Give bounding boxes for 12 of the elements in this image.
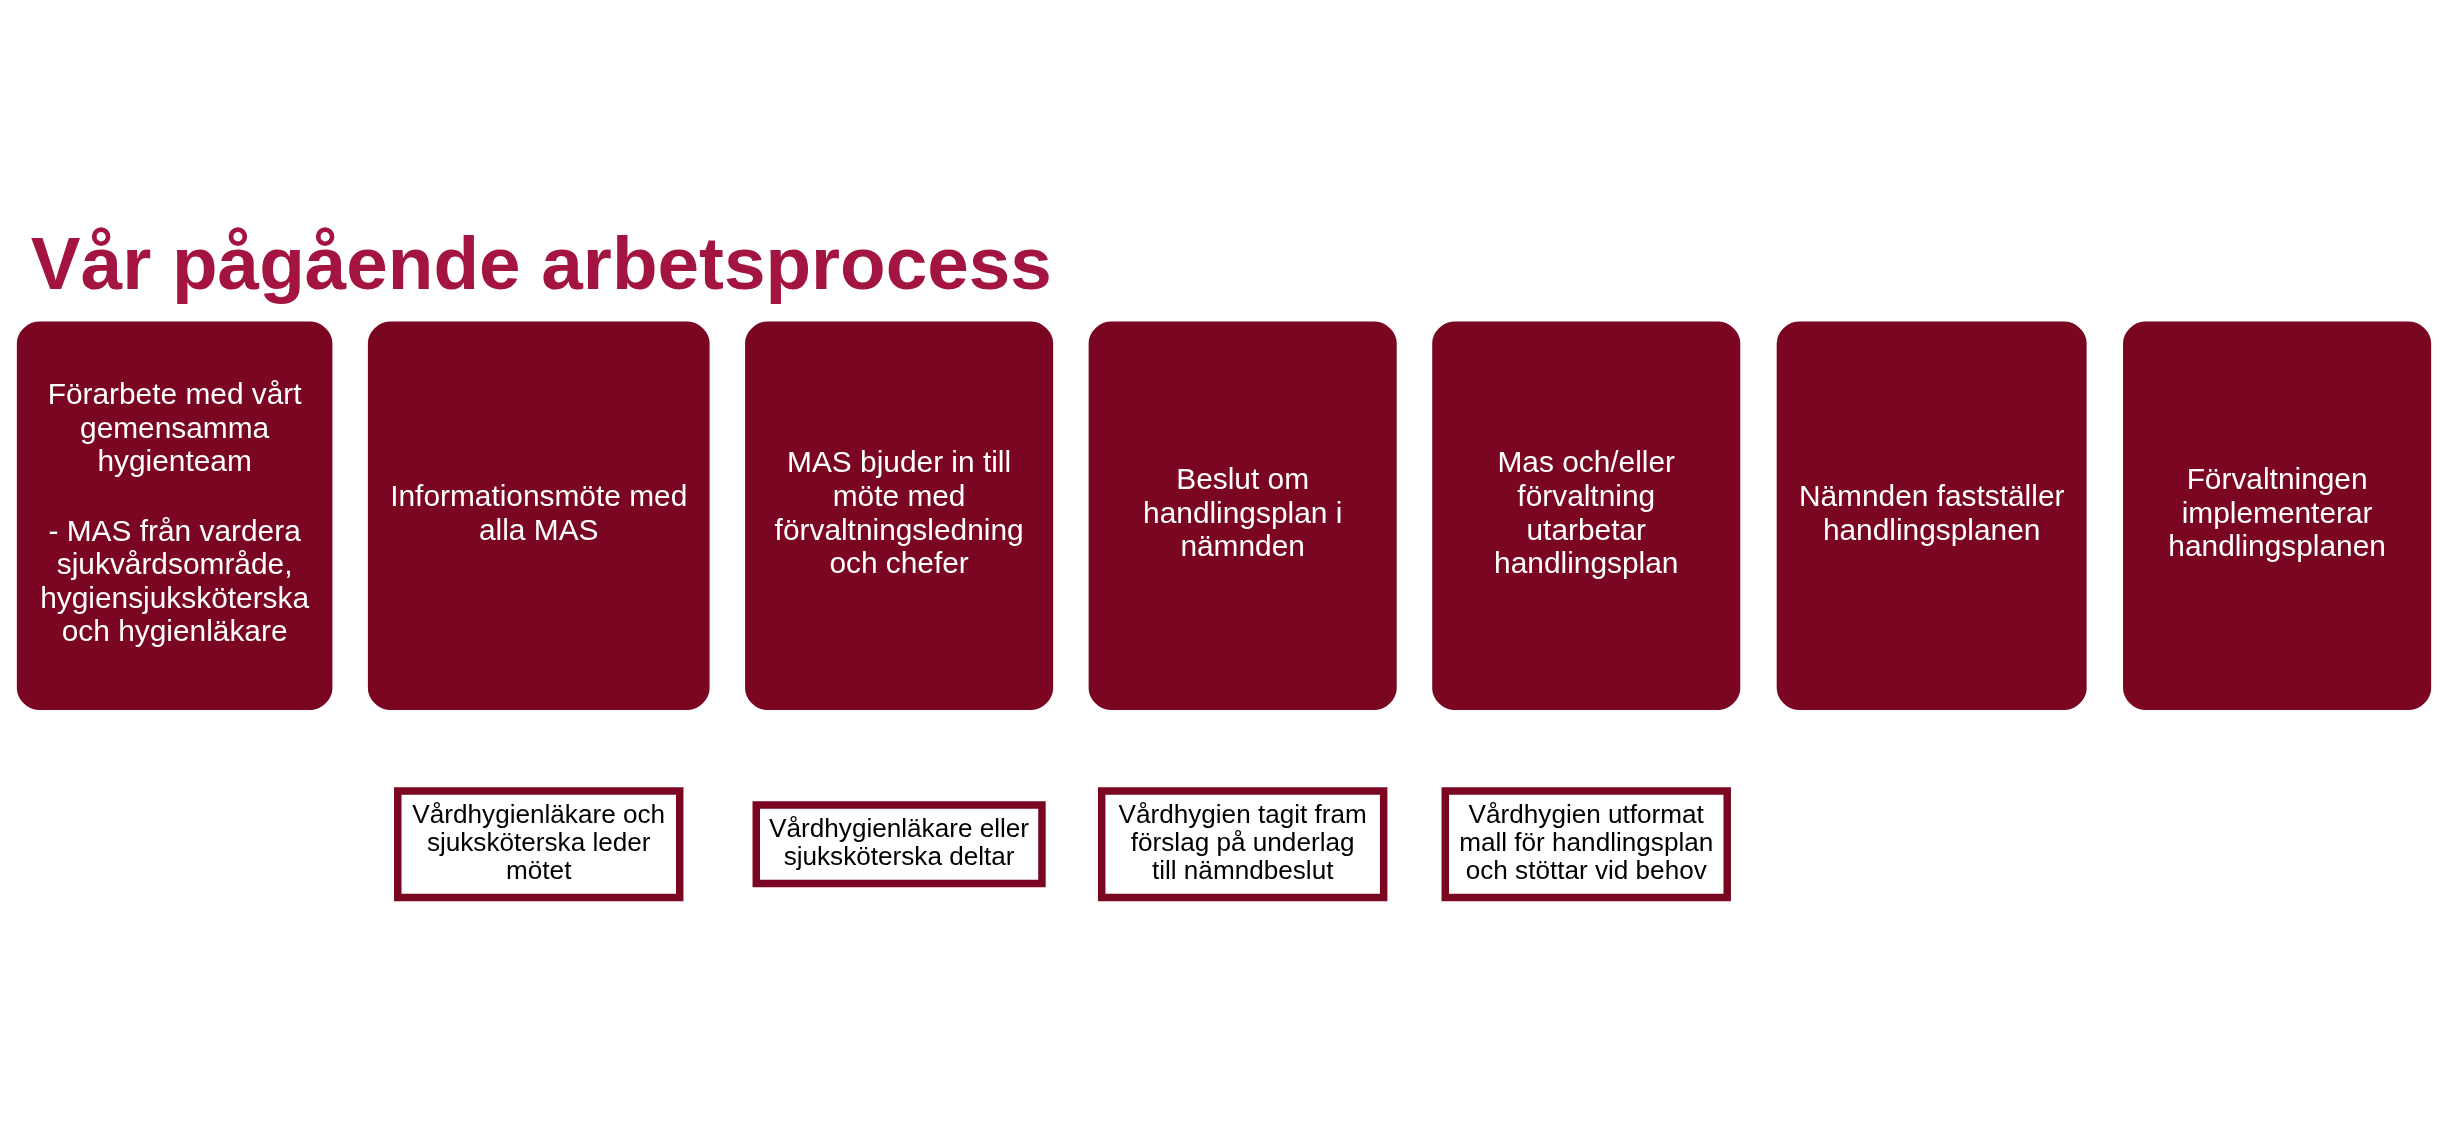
diagram-title: Vår pågående arbetsprocess: [30, 220, 1052, 305]
node-box: Nämnden fastställer handlingsplanen: [1774, 319, 2089, 712]
node-box: Mas och/eller förvaltning utarbetar handlingsplan: [1430, 319, 1743, 712]
node-box: Vårdhygienläkare eller sjuksköterska deltar: [752, 801, 1046, 888]
node-box: Beslut om handlingsplan i nämnden: [1086, 319, 1399, 712]
node-box: MAS bjuder in till möte med förvaltningsledning och chefer: [743, 319, 1055, 712]
node-box: Vårdhygien utformat mall för handlingsplan och stöttar vid behov: [1441, 787, 1731, 902]
node-box: Informationsmöte med alla MAS: [366, 319, 712, 712]
node-box: Förvaltningen implementerar handlingsplanen: [2121, 319, 2433, 712]
node-box: Förarbete med vårt gemensamma hygienteam - MAS från vardera sjukvårdsområde, hygiensjuksköterska och hygienläkare: [15, 319, 335, 712]
node-box: Vårdhygien tagit fram förslag på underlag till nämndbeslut: [1097, 787, 1388, 902]
node-box: Vårdhygienläkare och sjuksköterska leder mötet: [394, 787, 684, 902]
